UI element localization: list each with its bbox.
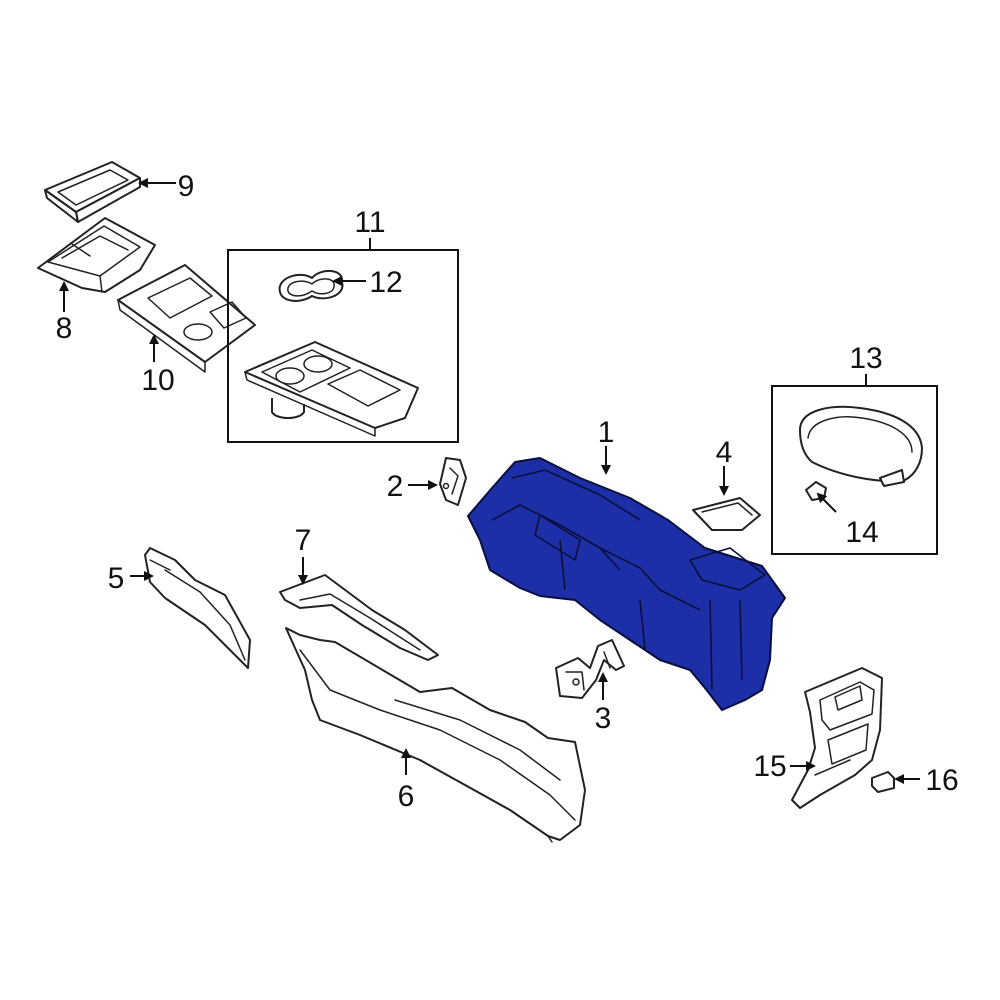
part-1-console-base[interactable]: [467, 457, 786, 711]
part-4-pad[interactable]: [692, 497, 761, 531]
part-12-cup-mat[interactable]: [278, 270, 344, 302]
part-11-console-panel[interactable]: [244, 341, 419, 437]
callout-10: 10: [141, 364, 174, 397]
part-15-rear-bezel[interactable]: [791, 667, 883, 809]
callout-14: 14: [845, 516, 878, 549]
callout-2: 2: [387, 470, 404, 503]
callout-13: 13: [849, 342, 882, 375]
callout-15: 15: [753, 750, 786, 783]
callout-6: 6: [398, 780, 415, 813]
callout-7: 7: [295, 524, 312, 557]
callout-9: 9: [178, 170, 195, 203]
part-9-bin-lid[interactable]: [44, 161, 141, 223]
leader-14: [816, 492, 837, 513]
part-3-bracket[interactable]: [555, 639, 625, 699]
box-11: [227, 249, 459, 443]
part-7-trim-strip[interactable]: [279, 574, 439, 661]
callout-1: 1: [598, 416, 615, 449]
callout-11: 11: [354, 206, 385, 239]
callout-3: 3: [595, 702, 612, 735]
part-10-bezel[interactable]: [117, 264, 256, 373]
part-8-tray[interactable]: [37, 217, 156, 293]
box-13: [771, 385, 938, 555]
part-13-armrest[interactable]: [799, 405, 923, 487]
part-6-lower-panel[interactable]: [285, 627, 586, 843]
leader-lines: [59, 178, 920, 784]
callout-12: 12: [369, 266, 402, 299]
part-5-side-panel[interactable]: [144, 547, 251, 669]
callout-4: 4: [716, 436, 733, 469]
callout-5: 5: [108, 562, 125, 595]
part-2-bracket[interactable]: [439, 457, 467, 506]
callout-16: 16: [925, 764, 958, 797]
part-16-switch[interactable]: [871, 771, 895, 793]
callout-8: 8: [56, 312, 73, 345]
part-14-clip[interactable]: [805, 481, 827, 501]
callout-labels: 9 8 10 11 12 13 1 4 2 5 7 3 6 14 15 16: [56, 170, 959, 813]
